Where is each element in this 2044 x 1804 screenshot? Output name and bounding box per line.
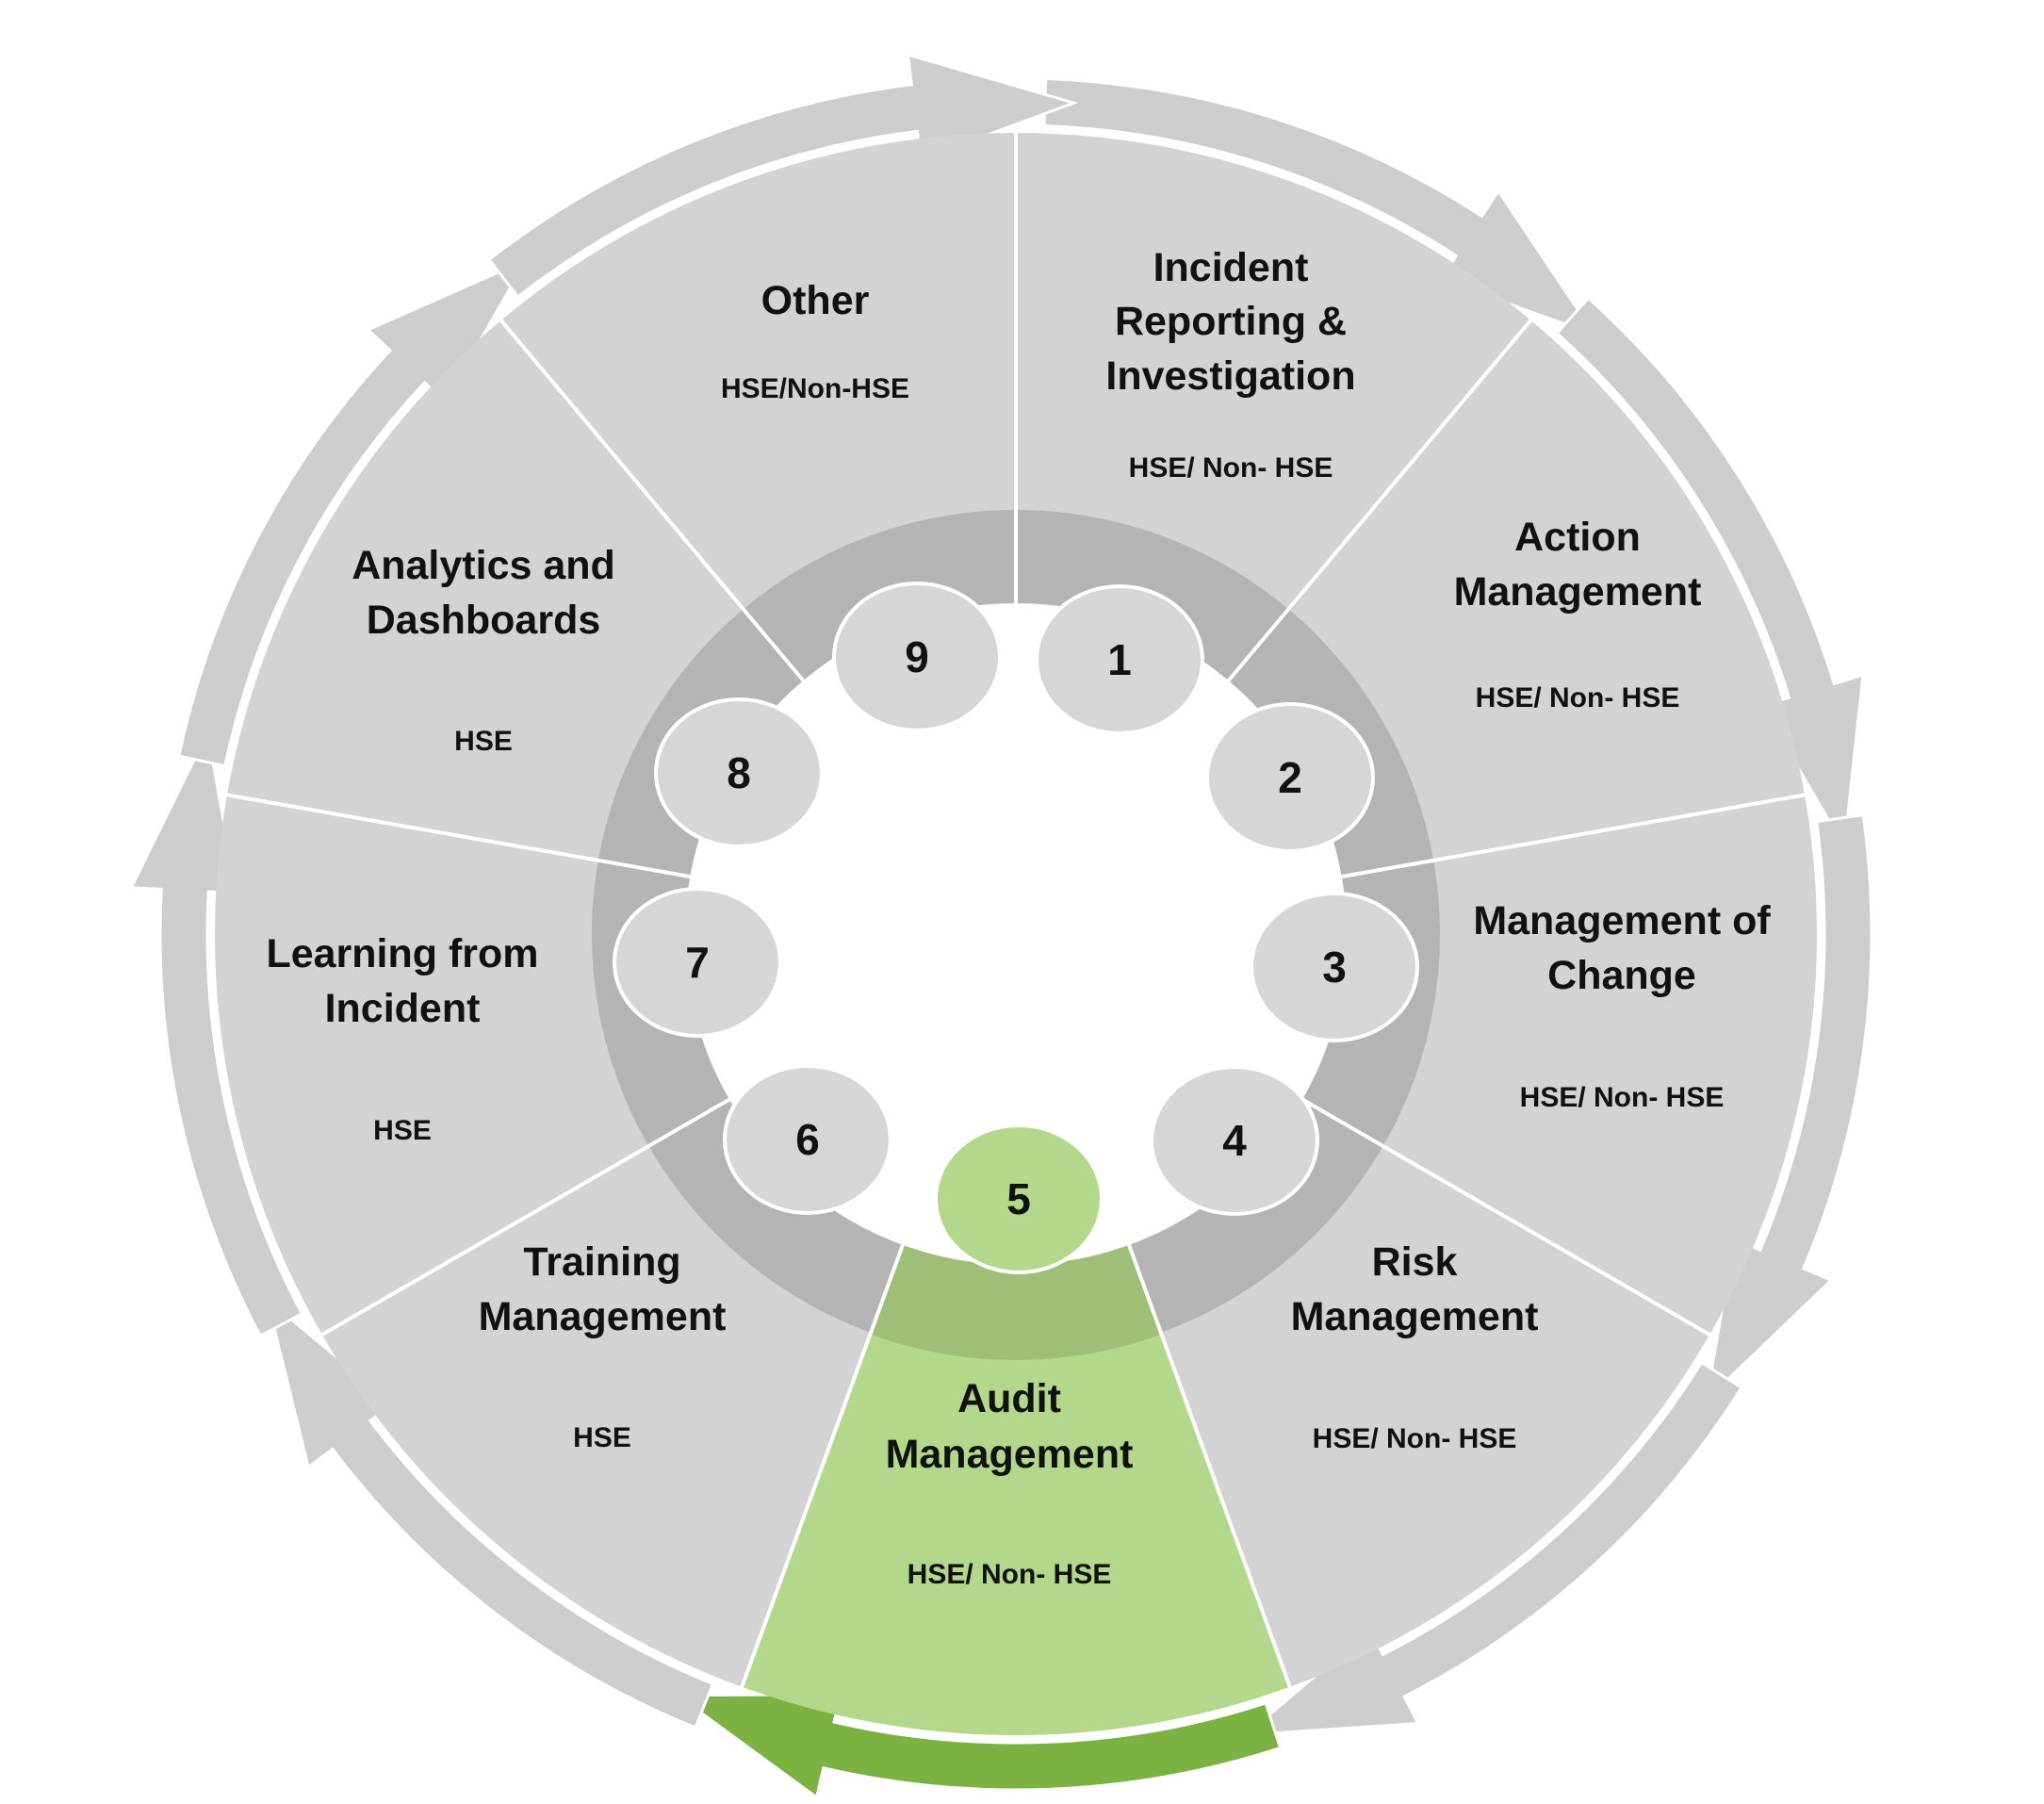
segment-separator <box>493 311 806 683</box>
number-bubble-5[interactable]: 5 <box>934 1123 1104 1274</box>
segment-title: Management <box>886 1432 1134 1477</box>
cycle-arrow <box>128 728 304 1338</box>
segment-separators <box>217 123 1815 1697</box>
bubble-number: 3 <box>1322 943 1347 992</box>
bubble-shape <box>1035 584 1204 735</box>
bubble-number: 1 <box>1107 635 1132 684</box>
segment-scope: HSE/ Non- HSE <box>908 1559 1112 1590</box>
bubble-shape <box>723 1064 892 1215</box>
bubble-shape <box>613 887 782 1038</box>
segment-separator <box>1226 311 1539 683</box>
bubble-shape <box>832 582 1002 732</box>
bubble-number: 4 <box>1222 1116 1247 1165</box>
bubble-number: 8 <box>727 748 751 797</box>
segment-title: Training <box>523 1239 680 1285</box>
segment-title: Investigation <box>1105 353 1355 399</box>
segment-separator <box>217 791 692 879</box>
number-bubble-8[interactable]: 8 <box>654 697 824 848</box>
segment-separator <box>313 1097 731 1341</box>
segment-title: Change <box>1547 953 1696 998</box>
segment-title: Audit <box>957 1376 1061 1421</box>
bubble-number: 6 <box>795 1115 820 1164</box>
segment-separator <box>1126 1243 1296 1697</box>
number-bubble-9[interactable]: 9 <box>832 582 1002 732</box>
segment-title: Learning from <box>266 931 538 976</box>
number-bubble-6[interactable]: 6 <box>723 1064 892 1215</box>
segment-scope: HSE/ Non- HSE <box>1129 452 1333 484</box>
bubble-shape <box>934 1123 1104 1274</box>
segment-separator <box>1340 791 1815 879</box>
number-bubble-2[interactable]: 2 <box>1205 702 1375 853</box>
number-bubble-3[interactable]: 3 <box>1250 892 1419 1042</box>
bubble-number: 9 <box>905 632 929 681</box>
segment-scope: HSE/ Non- HSE <box>1313 1423 1517 1454</box>
segment-scope: HSE <box>454 726 513 757</box>
number-bubble-1[interactable]: 1 <box>1035 584 1204 735</box>
segment-title: Management of <box>1473 898 1771 943</box>
segment-scope: HSE/ Non- HSE <box>1476 682 1680 713</box>
bubble-shape <box>654 697 824 848</box>
bubble-shape <box>1150 1065 1319 1216</box>
segment-title: Management <box>479 1294 727 1339</box>
segment-title: Other <box>761 278 870 323</box>
cycle-arrow <box>486 52 1079 299</box>
number-bubble-4[interactable]: 4 <box>1150 1065 1319 1216</box>
segment-title: Dashboards <box>367 598 601 643</box>
segment-scope: HSE <box>573 1422 631 1453</box>
segment-title: Management <box>1291 1294 1539 1339</box>
number-bubbles: 1 2 3 4 5 6 7 8 9 <box>613 582 1419 1274</box>
segment-title: Reporting & <box>1115 299 1347 344</box>
segment-scope: HSE <box>373 1115 432 1146</box>
segment-title: Management <box>1454 569 1702 615</box>
bubble-shape <box>1250 892 1419 1042</box>
segment-title: Analytics and <box>352 543 615 588</box>
segment-title: Action <box>1514 515 1641 560</box>
segment-title: Risk <box>1372 1239 1458 1285</box>
segment-scope: HSE/ Non- HSE <box>1520 1082 1725 1113</box>
bubble-number: 5 <box>1006 1174 1031 1223</box>
number-bubble-7[interactable]: 7 <box>613 887 782 1038</box>
bubble-shape <box>1205 702 1375 853</box>
cycle-arrow <box>1554 296 1865 852</box>
bubble-number: 2 <box>1278 753 1302 802</box>
segment-separator <box>1300 1097 1719 1341</box>
bubble-number: 7 <box>685 938 710 987</box>
segment-separator <box>736 1243 906 1697</box>
segment-scope: HSE/Non-HSE <box>721 373 909 404</box>
segment-title: Incident <box>325 986 481 1031</box>
segment-title: Incident <box>1153 245 1309 290</box>
highlighted-cycle-arrow <box>672 1693 1283 1800</box>
